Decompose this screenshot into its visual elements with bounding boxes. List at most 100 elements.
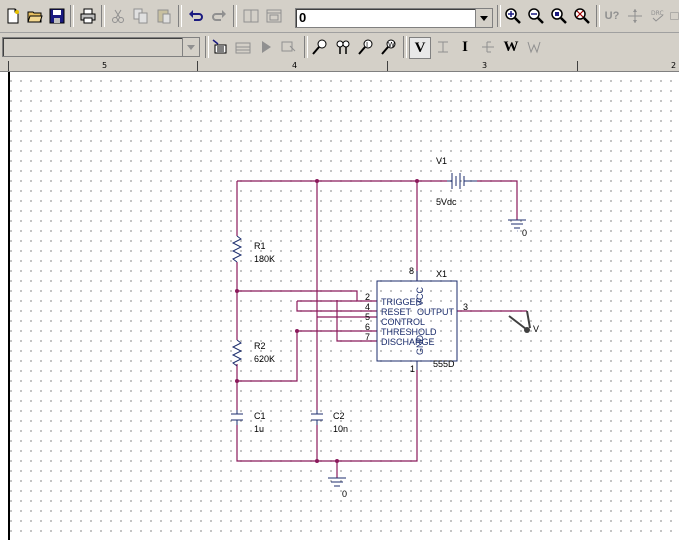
separator [403,36,407,58]
w-label: W [503,38,519,55]
simulate-icon[interactable] [279,37,299,57]
separator [70,5,74,27]
part-combo-value: 0 [299,10,307,25]
chevron-down-icon[interactable] [182,38,199,56]
r1-value: 180K [254,254,275,264]
r2-value: 620K [254,354,275,364]
paste-icon[interactable] [154,6,174,26]
battery-symbol [447,173,477,189]
pin-label-vcc: VCC [415,286,425,306]
drc2-icon[interactable] [670,6,679,26]
pin-number: 8 [409,266,414,276]
filter-combo[interactable] [2,37,200,57]
wires [236,180,527,478]
ground-symbol [508,219,526,232]
pin-label-control: CONTROL [381,317,425,327]
show-voltage-button[interactable]: V [409,37,431,59]
secondary-toolbar: I W V I W [0,33,679,61]
r2-ref: R2 [254,341,266,351]
ruler-label: 3 [482,61,488,70]
r1-symbol [231,235,243,263]
window2-icon[interactable] [264,6,284,26]
copy-icon[interactable] [131,6,151,26]
ruler-label: 2 [671,61,677,70]
new-icon[interactable] [3,6,23,26]
voltage-probe-icon[interactable] [524,327,530,333]
c1-symbol [231,410,243,425]
ground-symbol [328,477,346,487]
pin-label-trigger: TRIGGER [381,297,423,307]
probe-label: V [533,324,539,334]
pin-label-gnd: GND [415,335,425,356]
zoom-all-icon[interactable] [572,6,592,26]
schematic-canvas[interactable] [0,72,679,540]
pin-number: 5 [365,312,370,322]
zoom-out-icon[interactable] [526,6,546,26]
main-toolbar: 0 U? DRC [0,0,679,33]
window-icon[interactable] [241,6,261,26]
junctions [235,179,419,463]
pin-number: 1 [410,364,415,374]
current-tree-icon[interactable] [478,37,498,57]
pin-number: 6 [365,322,370,332]
part-combo[interactable]: 0 [295,8,493,28]
pin-number: 2 [365,292,370,302]
parts [231,173,531,487]
ruler-label: 5 [102,61,108,70]
svg-text:DRC: DRC [651,10,664,17]
redo-icon[interactable] [209,6,229,26]
x1-ref: X1 [436,269,447,279]
separator [178,5,182,27]
pin-label-discharge: DISCHARGE [381,337,435,347]
bias-current-icon[interactable] [433,37,453,57]
undo-icon[interactable] [186,6,206,26]
print-icon[interactable] [78,6,98,26]
separator [596,5,600,27]
i-label: I [462,38,468,55]
r2-symbol [231,339,243,367]
pin-number: 4 [365,302,370,312]
separator [205,36,209,58]
pin-number: 7 [365,332,370,342]
separator [497,5,501,27]
zoom-in-icon[interactable] [503,6,523,26]
cut-icon[interactable] [108,6,128,26]
v1-value: 5Vdc [436,197,457,207]
power-marker-icon[interactable]: W [379,37,399,57]
separator [233,5,237,27]
u-icon[interactable]: U? [602,6,622,26]
zoom-area-icon[interactable] [549,6,569,26]
voltage-marker-icon[interactable] [310,37,330,57]
table-icon[interactable] [233,37,253,57]
c2-ref: C2 [333,411,345,421]
c2-value: 10n [333,424,348,434]
save-icon[interactable] [47,6,67,26]
pin-label-output: OUTPUT [417,307,455,317]
run-icon[interactable] [256,37,276,57]
c1-ref: C1 [254,411,266,421]
r1-ref: R1 [254,241,266,251]
gnd-label: 0 [522,228,527,238]
pan-icon[interactable] [625,6,645,26]
svg-text:I: I [366,41,368,49]
diff-marker-icon[interactable] [333,37,353,57]
place-part-icon[interactable] [210,37,230,57]
c1-value: 1u [254,424,264,434]
vertical-ruler [0,72,10,540]
show-power-button[interactable]: W [501,37,521,57]
svg-text:W: W [388,41,395,49]
open-icon[interactable] [25,6,45,26]
current-marker-icon[interactable]: I [356,37,376,57]
chevron-down-icon[interactable] [475,9,492,27]
show-current-button[interactable]: I [455,37,475,57]
separator [304,36,308,58]
power-tree-icon[interactable] [524,37,544,57]
horizontal-ruler: 5 4 3 2 [0,61,679,72]
ruler-label: 4 [292,61,298,70]
v-label: V [414,39,426,56]
gnd-label: 0 [342,489,347,499]
separator [101,5,105,27]
v1-ref: V1 [436,156,447,166]
drc-icon[interactable]: DRC [648,6,668,26]
